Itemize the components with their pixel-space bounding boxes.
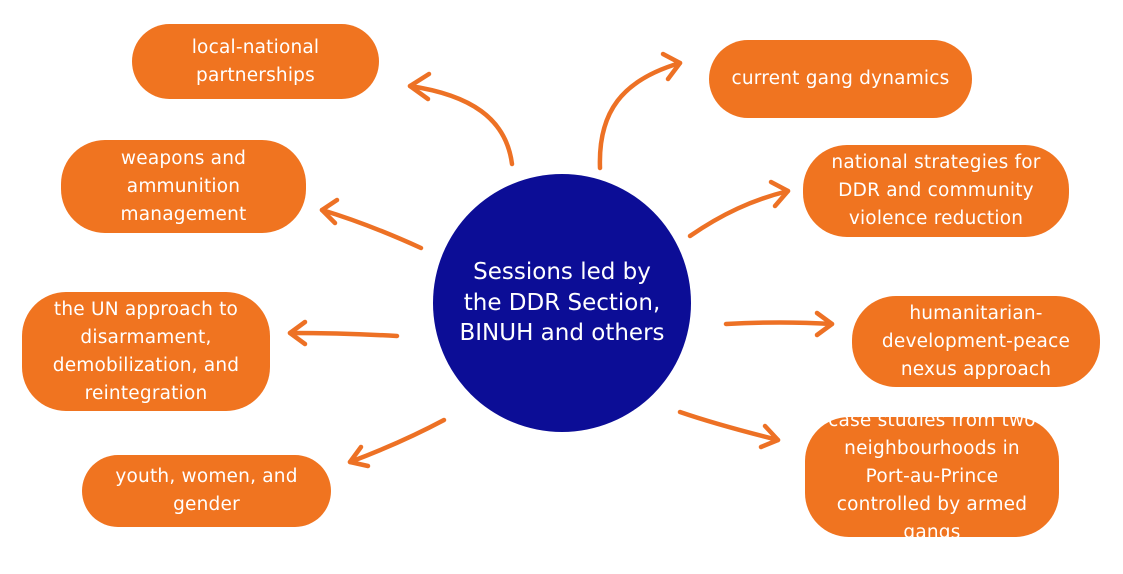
arrow-to-nexus (723, 310, 835, 338)
center-hub-label: Sessions led by the DDR Section, BINUH a… (459, 259, 665, 347)
topic-case-studies: case studies from two neighbourhoods in … (805, 410, 1059, 543)
arrow-to-un-approach (287, 319, 400, 347)
topic-un-approach: the UN approach to disarmament, demobili… (22, 292, 270, 411)
topic-youth: youth, women, and gender (82, 455, 331, 527)
topic-nexus-label: humanitarian-development-peace nexus app… (881, 302, 1071, 380)
arrow-to-gang-dynamics (597, 51, 683, 171)
arrow-to-case-studies (677, 409, 781, 450)
center-hub: Sessions led by the DDR Section, BINUH a… (433, 174, 691, 432)
topic-local-national-label: local-national partnerships (191, 36, 320, 86)
topic-nexus: humanitarian-development-peace nexus app… (852, 296, 1100, 387)
topic-weapons-label: weapons and ammunition management (120, 147, 247, 225)
topic-un-approach-label: the UN approach to disarmament, demobili… (52, 298, 240, 404)
arrow-to-weapons (319, 197, 424, 251)
topic-youth-label: youth, women, and gender (115, 466, 298, 515)
topic-national-strategies: national strategies for DDR and communit… (803, 145, 1069, 237)
topic-local-national: local-national partnerships (132, 24, 379, 99)
topic-national-strategies-label: national strategies for DDR and communit… (831, 152, 1041, 229)
topic-gang-dynamics-label: current gang dynamics (731, 68, 950, 89)
arrow-to-national-strategies (687, 179, 791, 239)
topic-gang-dynamics: current gang dynamics (709, 40, 972, 118)
arrow-to-local-national (407, 71, 515, 167)
topic-weapons: weapons and ammunition management (61, 140, 306, 233)
topic-case-studies-label: case studies from two neighbourhoods in … (828, 410, 1036, 543)
arrow-to-youth (347, 417, 447, 469)
